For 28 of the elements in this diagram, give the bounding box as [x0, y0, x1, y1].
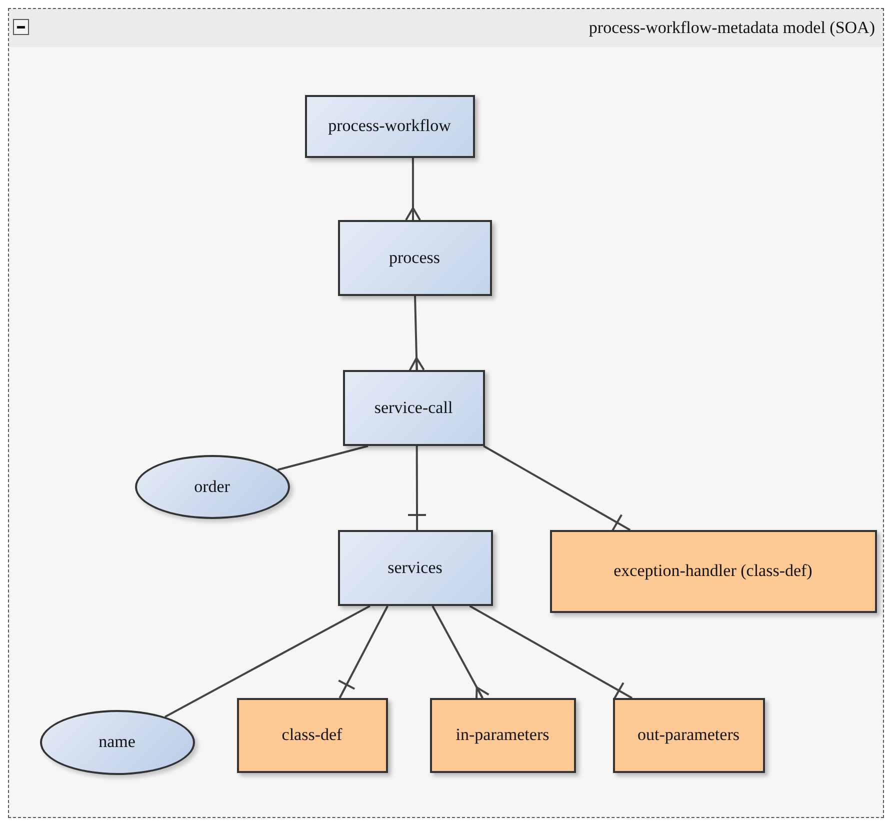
one-to-one-connector: [406, 446, 426, 530]
entity-label: class-def: [282, 725, 342, 745]
entity-box: [430, 698, 576, 772]
entity-label: process: [389, 248, 440, 268]
entity-box: [342, 370, 484, 446]
entity-label: service-call: [374, 398, 453, 418]
entity-label: exception-handler (class-def): [614, 561, 812, 581]
entity-label: order: [194, 476, 230, 496]
one-to-one-connector: [337, 605, 388, 698]
entity-label: services: [388, 558, 442, 578]
entity-label: name: [98, 732, 136, 752]
entity-box: [304, 94, 474, 158]
one-to-many-connector: [404, 158, 420, 220]
one-to-one-connector: [468, 604, 632, 699]
entity-box: [550, 530, 876, 612]
diagram-frame: [8, 8, 884, 818]
connector-line: [277, 444, 368, 470]
frame-heading: process-workflow-metadata model (SOA): [588, 18, 875, 38]
entity-label: out-parameters: [638, 725, 740, 745]
entity-label: in-parameters: [456, 725, 550, 745]
entity-label: process-workflow: [328, 116, 451, 136]
entity-box: [338, 530, 492, 606]
entity-box: [338, 220, 492, 296]
entity-box: [612, 698, 764, 772]
one-to-one-connector: [482, 444, 630, 531]
entity-box: [236, 698, 388, 772]
connector-line: [164, 604, 370, 718]
one-to-many-connector: [408, 295, 424, 371]
